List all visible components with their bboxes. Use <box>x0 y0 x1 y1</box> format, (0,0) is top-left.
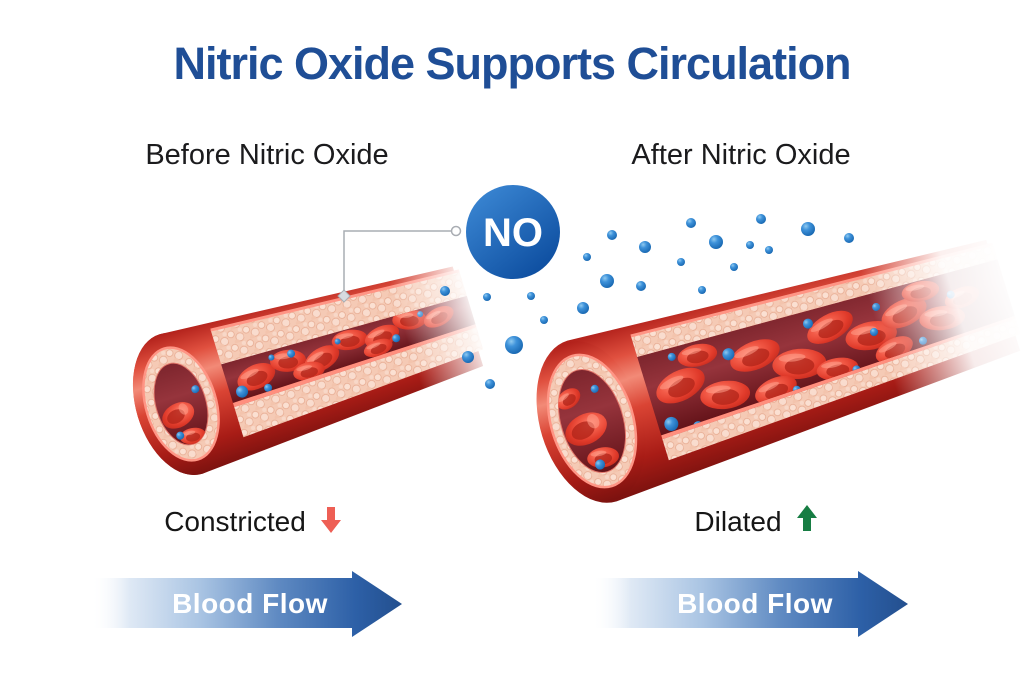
no-particle <box>583 253 591 261</box>
red-blood-cell <box>237 363 276 391</box>
dilated-vessel-illustration <box>536 189 1024 503</box>
dilated-label: Dilated <box>694 506 782 537</box>
no-particle <box>756 214 766 224</box>
red-blood-cell <box>162 401 195 429</box>
leader-line-start-dot <box>450 225 462 237</box>
no-particle <box>527 292 535 300</box>
no-particle <box>440 286 450 296</box>
red-blood-cell <box>700 380 751 410</box>
no-particle <box>801 222 815 236</box>
red-blood-cell <box>331 329 368 351</box>
no-particle <box>600 274 614 288</box>
no-particle <box>639 241 651 253</box>
red-blood-cell <box>270 349 307 372</box>
vessel-fade <box>848 189 1024 434</box>
blood-flow-label-before: Blood Flow <box>172 588 328 619</box>
no-particles-group <box>440 214 878 389</box>
blood-flow-arrow-after <box>593 571 908 637</box>
constricted-vessel-illustration <box>132 206 558 476</box>
arrow-up-icon <box>795 503 819 533</box>
arrow-down-icon <box>319 505 343 535</box>
red-blood-cell <box>677 343 718 367</box>
red-blood-cell <box>730 339 780 372</box>
red-blood-cell <box>772 348 827 380</box>
no-particle <box>698 286 706 294</box>
no-particle <box>664 416 679 431</box>
red-blood-cell <box>587 447 619 468</box>
no-label: NO <box>483 211 543 255</box>
no-particle <box>540 316 548 324</box>
no-particle <box>268 354 275 361</box>
no-particle <box>636 281 646 291</box>
no-particle <box>746 241 754 249</box>
no-particle <box>287 349 296 358</box>
no-particle <box>505 336 523 354</box>
red-blood-cell <box>656 367 705 404</box>
no-particle <box>765 246 773 254</box>
no-particle <box>191 385 200 394</box>
leader-line-end-marker <box>337 289 351 303</box>
no-particle <box>607 230 617 240</box>
no-particle <box>462 351 474 363</box>
no-molecule-badge: NO <box>466 185 560 279</box>
blood-flow-label-after: Blood Flow <box>677 588 833 619</box>
no-particle <box>577 302 589 314</box>
no-particle <box>870 328 878 336</box>
no-particle <box>236 385 249 398</box>
no-particle <box>802 318 813 329</box>
no-particle <box>722 348 735 361</box>
red-blood-cell <box>565 412 607 446</box>
no-particle <box>667 352 676 361</box>
red-blood-cell <box>556 388 581 410</box>
no-particle <box>264 383 273 392</box>
no-particle <box>483 293 491 301</box>
no-particle <box>485 379 495 389</box>
leader-line <box>337 225 462 303</box>
before-heading: Before Nitric Oxide <box>145 139 389 171</box>
no-particle <box>176 431 185 440</box>
after-heading: After Nitric Oxide <box>631 139 851 171</box>
no-particle <box>590 384 599 393</box>
blood-flow-arrow-before <box>92 571 402 637</box>
red-blood-cell <box>363 338 393 358</box>
no-particle <box>392 334 401 343</box>
no-particle <box>730 263 738 271</box>
red-blood-cell <box>807 310 853 344</box>
no-particle <box>334 338 341 345</box>
no-particle <box>844 233 854 243</box>
no-particle <box>709 235 723 249</box>
constricted-label: Constricted <box>164 506 306 537</box>
no-particle <box>595 459 606 470</box>
page-title: Nitric Oxide Supports Circulation <box>173 38 851 89</box>
red-blood-cell <box>180 427 206 445</box>
no-circle <box>466 185 560 279</box>
no-particle <box>686 218 696 228</box>
no-particle <box>677 258 685 266</box>
